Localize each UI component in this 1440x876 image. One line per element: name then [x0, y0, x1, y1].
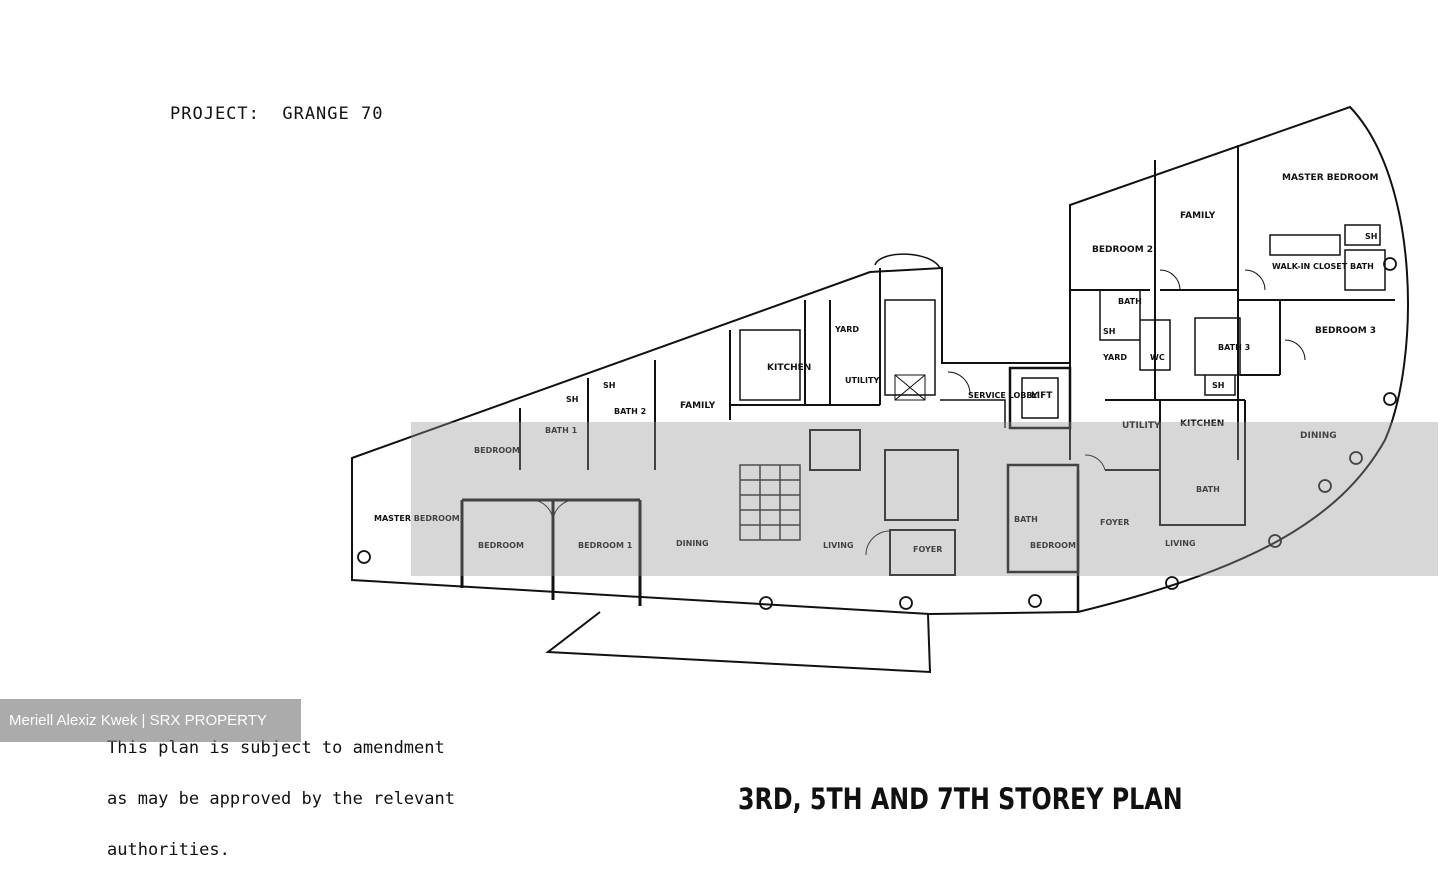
label-utility-left: UTILITY: [845, 376, 879, 385]
label-kitchen-left: KITCHEN: [767, 363, 811, 373]
label-sh-left-2: SH: [566, 395, 578, 404]
watermark-banner: Meriell Alexiz Kwek | SRX PROPERTY: [0, 699, 301, 742]
floor-plan-drawing: MASTER BEDROOM FAMILY BEDROOM 2 WALK-IN …: [351, 105, 1409, 674]
label-dining-right: DINING: [1300, 431, 1337, 441]
project-title: PROJECT: GRANGE 70: [170, 104, 384, 124]
label-master-bedroom-left: MASTER BEDROOM: [374, 514, 460, 523]
label-living-right: LIVING: [1165, 539, 1196, 548]
label-bedroom-left: BEDROOM: [474, 446, 520, 455]
label-bedroom-a: BEDROOM: [478, 541, 524, 550]
label-bedroom-centre: BEDROOM: [1030, 541, 1076, 550]
label-bath-right: BATH: [1350, 262, 1374, 271]
label-dining-left: DINING: [676, 539, 709, 548]
label-bath-centre-2: BATH: [1196, 485, 1220, 494]
label-utility-right: UTILITY: [1122, 421, 1161, 431]
label-bedroom-b: BEDROOM 1: [578, 541, 633, 550]
label-sh-left: SH: [603, 381, 615, 390]
storey-plan-title: 3RD, 5TH AND 7TH STOREY PLAN: [738, 782, 1183, 816]
label-sh-right-2: SH: [1212, 381, 1224, 390]
label-lift: LIFT: [1031, 391, 1053, 401]
label-bath-mid: BATH: [1118, 297, 1142, 306]
note-line-2: as may be approved by the relevant: [107, 789, 455, 809]
label-family-left: FAMILY: [680, 401, 716, 411]
label-yard-left: YARD: [834, 325, 859, 334]
label-sh-mid: SH: [1103, 327, 1115, 336]
label-foyer-right: FOYER: [1100, 518, 1129, 527]
balcony-outline: [545, 611, 932, 674]
grey-overlay-band: [411, 422, 1438, 576]
building-outline: [351, 105, 1409, 616]
label-yard-right: YARD: [1102, 353, 1127, 362]
label-family-right: FAMILY: [1180, 211, 1216, 221]
label-foyer-left: FOYER: [913, 545, 942, 554]
label-walk-in-closet: WALK-IN CLOSET: [1272, 262, 1348, 271]
label-master-bedroom: MASTER BEDROOM: [1282, 173, 1378, 183]
label-bath-3: BATH 3: [1218, 343, 1250, 352]
label-bath-centre: BATH: [1014, 515, 1038, 524]
label-sh-right: SH: [1365, 232, 1377, 241]
label-wc-right: WC: [1150, 353, 1165, 362]
label-living-left: LIVING: [823, 541, 854, 550]
label-bedroom-3: BEDROOM 3: [1315, 326, 1376, 336]
label-kitchen-right: KITCHEN: [1180, 419, 1224, 429]
label-bedroom-2: BEDROOM 2: [1092, 245, 1153, 255]
label-bath-2: BATH 2: [614, 407, 646, 416]
note-line-3: authorities.: [107, 840, 230, 860]
label-service-lobby: SERVICE LOBBY: [968, 391, 1038, 400]
label-bath-1: BATH 1: [545, 426, 578, 435]
note-line-1: This plan is subject to amendment: [107, 738, 445, 758]
